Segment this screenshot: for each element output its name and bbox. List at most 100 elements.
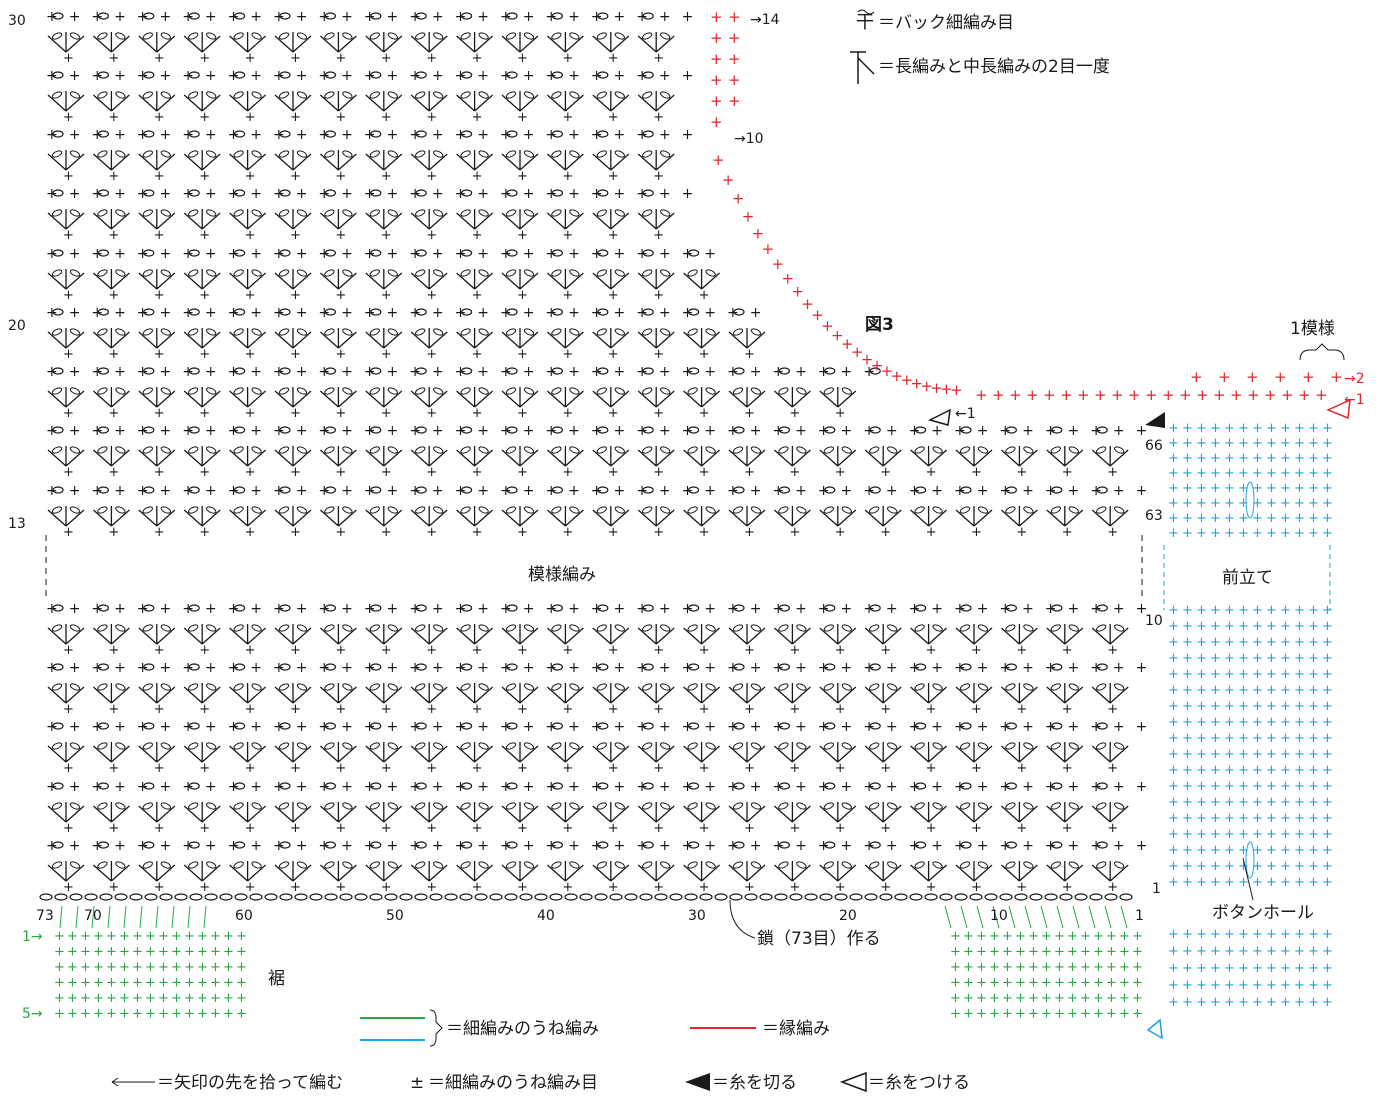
- shell-fan: [274, 269, 312, 290]
- chain-loop: [296, 269, 308, 277]
- row-13: 13: [8, 516, 26, 532]
- chain-loop: [914, 624, 925, 632]
- hem-pick-arrow: [1024, 905, 1032, 929]
- band-rib-sc: +: [1182, 859, 1193, 874]
- chain-loop: [823, 506, 834, 514]
- band-rib-sc: +: [1252, 978, 1263, 993]
- sc-stitch: +: [880, 821, 891, 836]
- shell-fan: [274, 91, 312, 112]
- chain-stitch: [324, 367, 336, 375]
- chain-loop: [778, 446, 789, 454]
- chain-loop: [1050, 802, 1061, 810]
- band-rib-sc: +: [1168, 811, 1179, 826]
- chain-loop: [278, 446, 290, 454]
- hem-pick-arrow: [171, 905, 175, 929]
- band-rib-sc: +: [1322, 421, 1333, 436]
- chain-stitch: [551, 782, 564, 790]
- sc-stitch: +: [432, 660, 444, 676]
- sc-stitch: +: [199, 228, 210, 243]
- shell-fan: [92, 446, 130, 467]
- sc-stitch: +: [114, 601, 126, 617]
- hem-rib-sc: +: [1054, 929, 1065, 944]
- band-rib-sc: +: [1294, 961, 1305, 976]
- band-rib-sc: +: [1210, 715, 1221, 730]
- band-rib-sc: +: [1308, 635, 1319, 650]
- sc-stitch: +: [523, 779, 535, 795]
- hem-rib-sc: +: [132, 1007, 143, 1022]
- sc-stitch: +: [91, 423, 103, 439]
- chain-loop: [1050, 861, 1061, 869]
- sc-stitch: +: [682, 68, 694, 84]
- chain-stitch: [97, 189, 110, 197]
- sc-stitch: +: [591, 601, 603, 617]
- edge-sc: +: [975, 386, 988, 404]
- sc-stitch: +: [335, 761, 346, 776]
- shell-fan: [728, 683, 766, 704]
- sc-stitch: +: [91, 127, 103, 143]
- sc-stitch: +: [841, 660, 853, 676]
- shell-fan: [637, 683, 675, 704]
- chain-loop: [51, 32, 63, 40]
- sc-stitch: +: [228, 838, 240, 854]
- band-rib-sc: +: [1266, 511, 1277, 526]
- band-rib-sc: +: [1238, 526, 1249, 541]
- sc-stitch: +: [523, 364, 535, 380]
- shell-fan: [501, 32, 539, 53]
- hem-rib-sc: +: [963, 960, 974, 975]
- chain-stitch: [279, 722, 291, 730]
- sc-stitch: +: [653, 761, 664, 776]
- sc-stitch: +: [1136, 483, 1148, 499]
- hem-rib-sc: +: [132, 991, 143, 1006]
- chain-loop: [69, 209, 81, 217]
- chain-loop: [705, 269, 716, 277]
- sc-stitch: +: [545, 660, 557, 676]
- chain-stitch: [778, 426, 791, 434]
- chain-loop: [823, 624, 834, 632]
- sc-stitch: +: [205, 483, 217, 499]
- hem-rib-sc: +: [950, 945, 961, 960]
- band-rib-sc: +: [1224, 481, 1235, 496]
- band-rib-sc: +: [1182, 827, 1193, 842]
- shell-fan: [47, 683, 85, 704]
- chain-stitch: [914, 486, 927, 494]
- chain-loop: [115, 387, 126, 395]
- chain-loop: [1114, 861, 1125, 869]
- chain-stitch: [549, 893, 563, 901]
- edge-sc: +: [791, 283, 804, 301]
- sc-stitch: +: [160, 9, 172, 25]
- sc-stitch: +: [472, 228, 483, 243]
- sc-stitch: +: [1090, 719, 1102, 735]
- chain-loop: [115, 506, 126, 514]
- sc-stitch: +: [290, 228, 301, 243]
- sc-stitch: +: [364, 483, 376, 499]
- sc-stitch: +: [160, 660, 172, 676]
- shell-fan: [637, 506, 675, 527]
- sc-stitch: +: [228, 127, 240, 143]
- hem-rib-sc: +: [963, 976, 974, 991]
- band-rib-sc: +: [1252, 496, 1263, 511]
- chain-loop: [569, 506, 580, 514]
- chain-stitch: [1096, 663, 1108, 671]
- edge-sc: +: [1128, 386, 1141, 404]
- chain-loop: [188, 506, 199, 514]
- chain-loop: [1096, 683, 1107, 691]
- sc-stitch: +: [1136, 719, 1148, 735]
- chain-loop: [614, 150, 625, 158]
- chain-loop: [687, 387, 698, 395]
- band-rib-sc: +: [1168, 511, 1179, 526]
- sc-stitch: +: [1062, 643, 1073, 658]
- sc-stitch: +: [455, 423, 467, 439]
- sc-stitch: +: [318, 127, 330, 143]
- sc-stitch: +: [653, 169, 664, 184]
- band-rib-sc: +: [1252, 699, 1263, 714]
- sc-stitch: +: [477, 779, 489, 795]
- shell-fan: [683, 802, 721, 823]
- band-rib-sc: +: [1196, 715, 1207, 730]
- hem-rib-sc: +: [1041, 1007, 1052, 1022]
- sc-stitch: +: [273, 305, 285, 321]
- top-fan-row: ++++++++++++++++: [47, 328, 766, 362]
- chain-stitch: [461, 308, 473, 316]
- sc-stitch: +: [704, 364, 716, 380]
- sc-stitch: +: [296, 423, 308, 439]
- sc-stitch: +: [296, 186, 308, 202]
